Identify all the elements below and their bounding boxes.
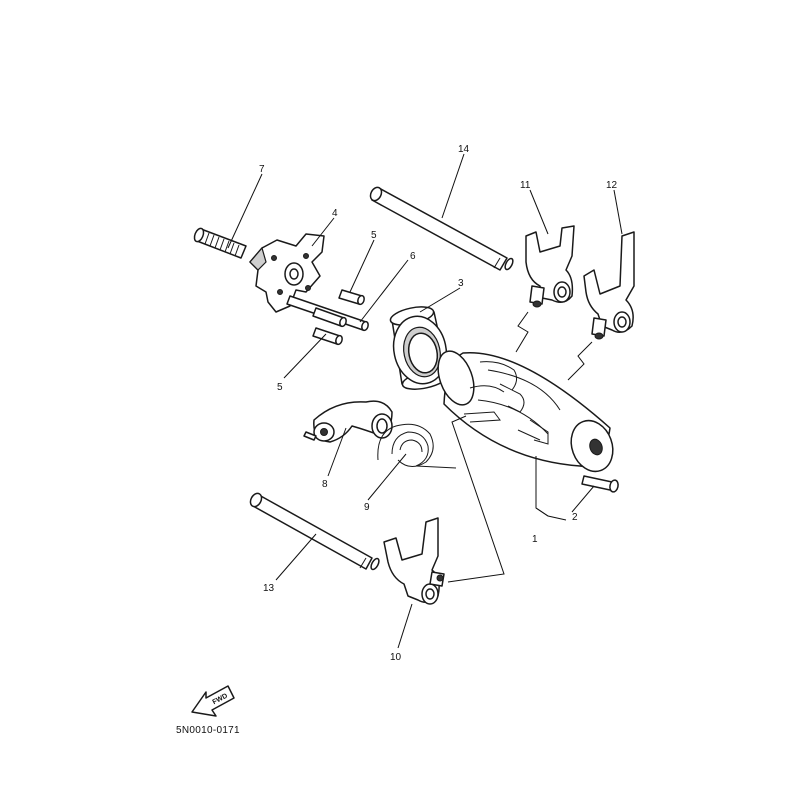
callout-4: 4 [332,208,338,219]
fwd-arrow-icon: FWD [191,685,235,717]
callout-1: 1 [532,534,538,545]
guide-bar-lower [249,492,380,571]
dowel-pin-upper [338,289,365,306]
callout-12: 12 [606,180,618,191]
callout-5-upper: 5 [371,230,377,241]
callout-5-lower: 5 [277,382,283,393]
shift-fork-11 [525,225,575,308]
callout-labels: 1 2 3 4 5 5 6 7 8 9 10 11 12 13 14 [259,144,618,663]
dowel-pin-lower [312,327,343,346]
drum-pin [581,475,619,493]
guide-bar-upper [369,186,514,271]
torsion-spring [377,423,457,469]
callout-6: 6 [410,251,416,262]
shift-drum [437,350,614,473]
callout-7: 7 [259,164,265,175]
callout-8: 8 [322,479,328,490]
segment-plate [249,233,325,313]
shift-fork-12 [583,231,635,340]
leader-lines [227,153,623,649]
bearing [389,306,449,390]
callout-13: 13 [263,583,275,594]
callout-10: 10 [390,652,402,663]
callout-3: 3 [458,278,464,289]
catalog-code: 5N0010-0171 [176,725,240,736]
callout-14: 14 [458,144,470,155]
stopper-lever [303,400,393,443]
shift-fork-10 [383,517,445,605]
bolt [193,227,247,259]
callout-9: 9 [364,502,370,513]
callout-2: 2 [572,512,578,523]
pin-middle [312,307,347,328]
callout-11: 11 [520,180,531,191]
